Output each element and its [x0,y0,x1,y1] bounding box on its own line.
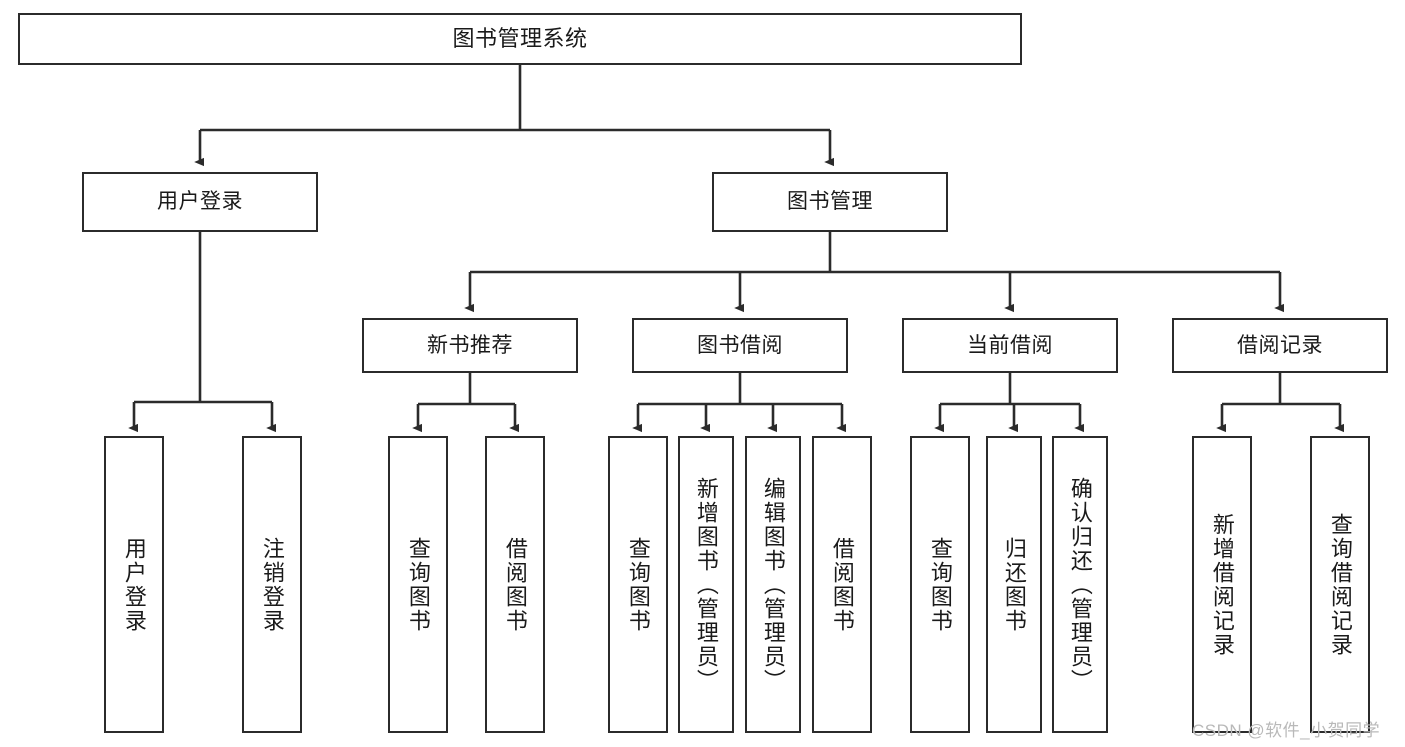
leaf-query-book-recommend[interactable]: 查询图书 [388,436,448,733]
node-label: 编辑图书（管理员） [760,476,786,693]
node-label: 用户登录 [157,190,243,214]
node-label: 确认归还（管理员） [1067,476,1093,693]
node-label: 查询图书 [625,536,651,633]
node-label: 注销登录 [259,536,285,633]
leaf-add-book-admin[interactable]: 新增图书（管理员） [678,436,734,733]
leaf-user-login[interactable]: 用户登录 [104,436,164,733]
node-root-system[interactable]: 图书管理系统 [18,13,1022,65]
leaf-confirm-return-admin[interactable]: 确认归还（管理员） [1052,436,1108,733]
leaf-query-borrow-record[interactable]: 查询借阅记录 [1310,436,1370,733]
csdn-watermark: CSDN @软件_小贺同学 [1192,721,1381,740]
node-label: 借阅记录 [1237,333,1323,357]
node-label: 查询图书 [405,536,431,633]
node-book-borrow[interactable]: 图书借阅 [632,318,848,373]
leaf-query-book-borrow[interactable]: 查询图书 [608,436,668,733]
leaf-borrow-book-recommend[interactable]: 借阅图书 [485,436,545,733]
node-label: 新增借阅记录 [1209,512,1235,657]
node-label: 用户登录 [121,536,147,633]
node-user-login[interactable]: 用户登录 [82,172,318,232]
node-label: 图书借阅 [697,333,783,357]
node-label: 归还图书 [1001,536,1027,633]
leaf-add-borrow-record[interactable]: 新增借阅记录 [1192,436,1252,733]
leaf-edit-book-admin[interactable]: 编辑图书（管理员） [745,436,801,733]
node-label: 图书管理 [787,190,873,214]
node-label: 新书推荐 [427,333,513,357]
leaf-borrow-book[interactable]: 借阅图书 [812,436,872,733]
leaf-logout[interactable]: 注销登录 [242,436,302,733]
node-book-manage[interactable]: 图书管理 [712,172,948,232]
leaf-query-book-current[interactable]: 查询图书 [910,436,970,733]
node-label: 借阅图书 [502,536,528,633]
node-label: 当前借阅 [967,333,1053,357]
node-label: 图书管理系统 [452,25,588,51]
node-label: 查询图书 [927,536,953,633]
node-label: 借阅图书 [829,536,855,633]
leaf-return-book[interactable]: 归还图书 [986,436,1042,733]
node-label: 查询借阅记录 [1327,512,1353,657]
node-label: 新增图书（管理员） [693,476,719,693]
node-current-borrow[interactable]: 当前借阅 [902,318,1118,373]
node-new-book-rec[interactable]: 新书推荐 [362,318,578,373]
node-borrow-record[interactable]: 借阅记录 [1172,318,1388,373]
